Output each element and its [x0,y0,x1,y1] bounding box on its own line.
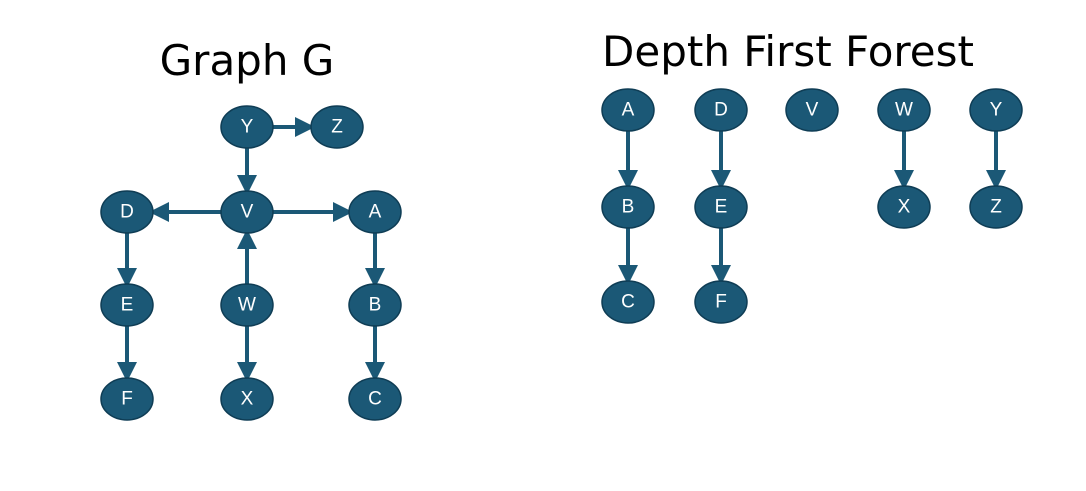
graph-title: Graph G [160,36,335,85]
forest-node-y-label: Y [990,100,1003,121]
forest-node-f-shape [694,280,748,324]
graph-node-v-shape [220,190,274,234]
graph-node-e-shape [100,283,154,327]
forest-node-v: V [785,88,839,132]
graph-node-c-shape [348,377,402,421]
graph-node-b-shape [348,283,402,327]
graph-node-y: Y [220,105,274,149]
graph-node-z: Z [310,105,364,149]
forest-node-x-label: X [898,197,911,218]
forest-node-z-shape [969,185,1023,229]
forest-node-b: B [601,185,655,229]
graph-node-c: C [348,377,402,421]
graph-node-w-label: W [238,295,256,316]
forest-node-z: Z [969,185,1023,229]
forest-node-d: D [694,88,748,132]
graph-node-v: V [220,190,274,234]
graph-node-d-shape [100,190,154,234]
forest-node-w-label: W [895,100,913,121]
graph-node-b-label: B [369,295,382,316]
graph-node-d-label: D [120,202,134,223]
graph-node-f-shape [100,377,154,421]
forest-node-c-shape [601,280,655,324]
graph-node-z-shape [310,105,364,149]
forest-node-b-label: B [622,197,635,218]
forest-node-w-shape [877,88,931,132]
graph-node-f: F [100,377,154,421]
forest-node-e: E [694,185,748,229]
forest-node-e-shape [694,185,748,229]
forest-node-d-label: D [714,100,728,121]
graph-node-v-label: V [241,202,254,223]
graph-node-b: B [348,283,402,327]
graph-node-d: D [100,190,154,234]
graph-node-w: W [220,283,274,327]
forest-node-f: F [694,280,748,324]
forest-node-a-shape [601,88,655,132]
graph-node-c-label: C [368,389,382,410]
forest-node-z-label: Z [990,197,1002,218]
forest-node-c: C [601,280,655,324]
graph-node-a-shape [348,190,402,234]
forest-node-d-shape [694,88,748,132]
graph-node-w-shape [220,283,274,327]
graph-node-z-label: Z [331,117,343,138]
forest-title: Depth First Forest [602,27,974,76]
forest-node-y: Y [969,88,1023,132]
edges-layer [117,117,1006,382]
forest-node-x-shape [877,185,931,229]
graph-node-x-shape [220,377,274,421]
graph-node-e: E [100,283,154,327]
forest-node-v-shape [785,88,839,132]
forest-node-a: A [601,88,655,132]
graph-node-x-label: X [241,389,254,410]
forest-node-e-label: E [715,197,728,218]
forest-node-x: X [877,185,931,229]
graph-node-a-label: A [369,202,382,223]
forest-node-f-label: F [715,292,727,313]
forest-node-c-label: C [621,292,635,313]
graph-node-y-label: Y [241,117,254,138]
forest-node-w: W [877,88,931,132]
forest-node-y-shape [969,88,1023,132]
forest-node-a-label: A [622,100,635,121]
graph-node-a: A [348,190,402,234]
nodes-layer: Y Z D V A E W B F X C A B C D E F V W X Y Z [100,88,1023,421]
forest-node-b-shape [601,185,655,229]
forest-node-v-label: V [806,100,819,121]
graph-node-y-shape [220,105,274,149]
graph-node-f-label: F [121,389,133,410]
graph-node-x: X [220,377,274,421]
graph-node-e-label: E [121,295,134,316]
